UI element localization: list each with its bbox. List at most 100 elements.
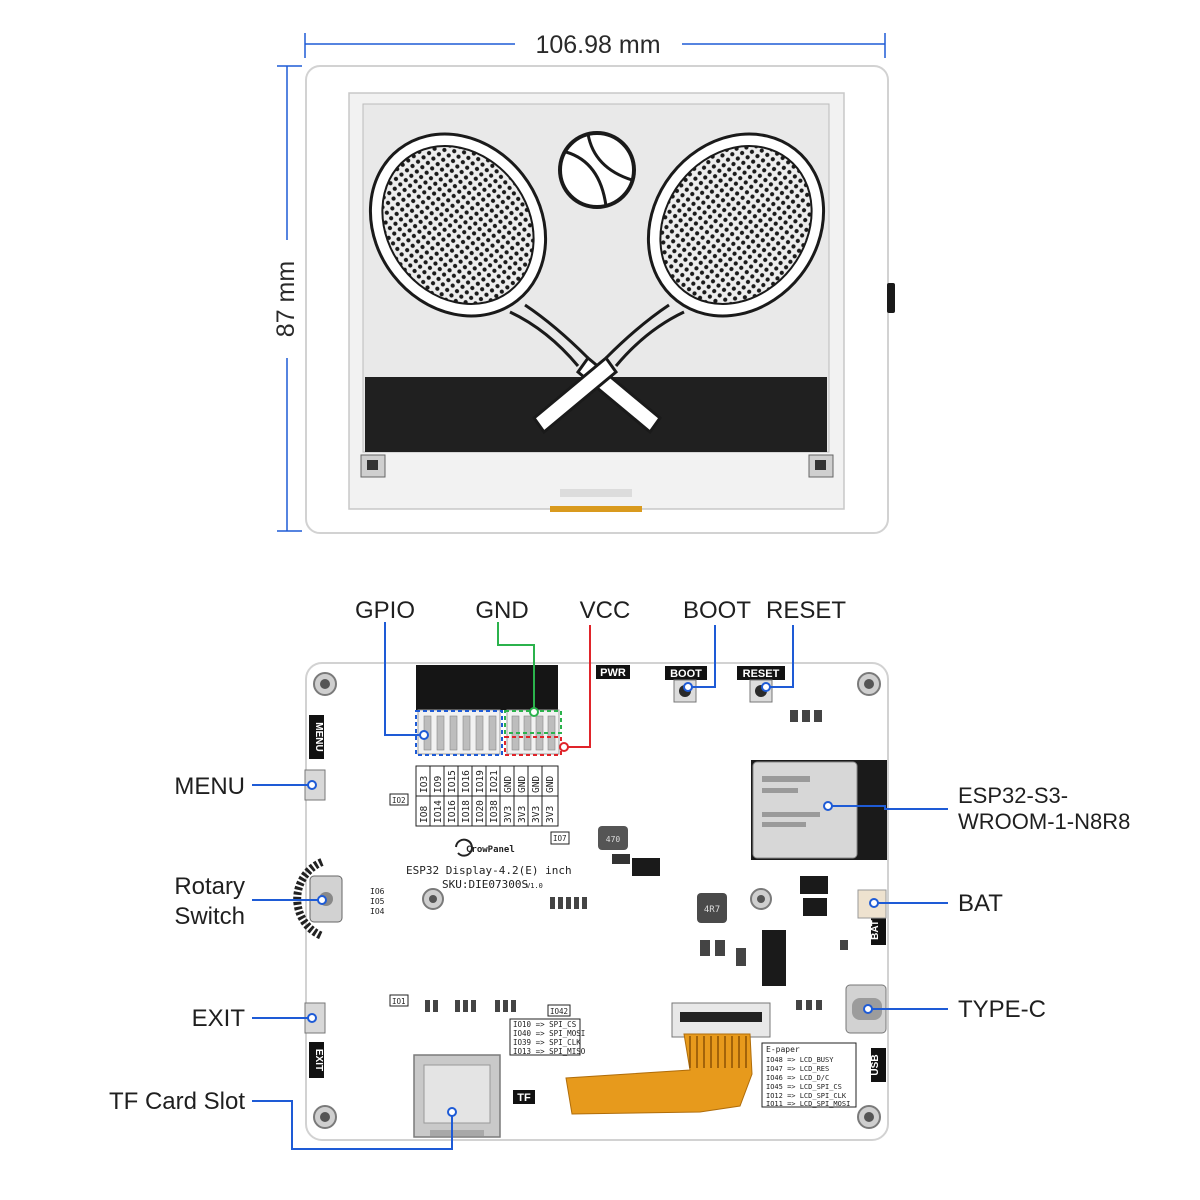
usb-chip bbox=[762, 930, 786, 986]
crowpanel-logo-icon bbox=[455, 838, 473, 857]
pin-top-2: IO15 bbox=[447, 770, 458, 793]
typec-callout-label: TYPE-C bbox=[958, 996, 1046, 1023]
reset-callout-label: RESET bbox=[766, 597, 846, 624]
gpio-callout-label: GPIO bbox=[355, 597, 415, 624]
pwr-tag bbox=[596, 665, 630, 679]
small-components: IO7 IO2 IO1 IO42 470 4R7 bbox=[389, 710, 848, 1017]
svg-text:470: 470 bbox=[606, 835, 621, 844]
boot-callout-label: BOOT bbox=[683, 597, 751, 624]
racket-right bbox=[531, 132, 826, 435]
pin-bot-9: 3V3 bbox=[545, 806, 556, 823]
epaper-row-0: IO48 => LCD_BUSY bbox=[766, 1056, 834, 1064]
tf-tag bbox=[513, 1090, 535, 1104]
pin-top-5: IO21 bbox=[489, 770, 500, 793]
width-label: 106.98 mm bbox=[535, 31, 660, 59]
rotary-pin-1: IO5 bbox=[370, 897, 385, 906]
sku: SKU:DIE07300S bbox=[442, 878, 528, 891]
version: V1.0 bbox=[526, 882, 543, 890]
svg-text:MENU: MENU bbox=[313, 722, 324, 751]
vcc-callout-label: VCC bbox=[580, 597, 631, 624]
pin-top-7: GND bbox=[517, 776, 528, 793]
callouts: GPIO GND VCC BOOT RESET MENU Rotary Swit… bbox=[109, 597, 1130, 1150]
exit-tag bbox=[309, 1042, 324, 1078]
pin-bot-5: IO38 bbox=[489, 800, 500, 823]
epaper-table: E-paper IO48 => LCD_BUSY IO47 => LCD_RES… bbox=[761, 1042, 857, 1108]
pin-bot-8: 3V3 bbox=[531, 806, 542, 823]
svg-text:IO2: IO2 bbox=[392, 796, 406, 805]
brand-name: CrowPanel bbox=[466, 845, 515, 855]
pin-bot-0: IO8 bbox=[419, 806, 430, 823]
pin-top-0: IO3 bbox=[419, 776, 430, 793]
fpc-slot bbox=[560, 489, 632, 497]
pin-top-9: GND bbox=[545, 776, 556, 793]
svg-text:PWR: PWR bbox=[600, 667, 626, 679]
rotary-callout-label-2: Switch bbox=[174, 903, 245, 930]
tennis-artwork bbox=[368, 131, 826, 435]
rotary-callout-label-1: Rotary bbox=[174, 873, 245, 900]
menu-callout-label: MENU bbox=[174, 773, 245, 800]
epaper-row-3: IO45 => LCD_SPI_CS bbox=[766, 1083, 842, 1091]
pin-bot-2: IO16 bbox=[447, 800, 458, 823]
gnd-callout-label: GND bbox=[475, 597, 528, 624]
svg-text:EXIT: EXIT bbox=[313, 1049, 324, 1071]
inductor-4r7 bbox=[697, 893, 727, 923]
fpc-connector bbox=[565, 1002, 771, 1115]
tf-card-slot[interactable] bbox=[413, 1054, 501, 1138]
pin-top-1: IO9 bbox=[433, 776, 444, 793]
pin-bot-1: IO14 bbox=[433, 800, 444, 823]
pin-top-4: IO19 bbox=[475, 770, 486, 793]
pin-bot-4: IO20 bbox=[475, 800, 486, 823]
epaper-row-2: IO46 => LCD_D/C bbox=[766, 1074, 829, 1082]
width-dimension: 106.98 mm bbox=[304, 31, 886, 59]
svg-text:USB: USB bbox=[870, 1054, 881, 1075]
height-label: 87 mm bbox=[272, 261, 300, 337]
esp32-module bbox=[751, 760, 887, 860]
height-dimension: 87 mm bbox=[272, 65, 302, 532]
racket-left bbox=[368, 132, 663, 435]
rotary-pin-2: IO4 bbox=[370, 907, 385, 916]
pinout-table: IO3 IO9 IO15 IO16 IO19 IO21 GND GND GND … bbox=[415, 765, 559, 827]
svg-text:IO1: IO1 bbox=[392, 997, 406, 1006]
menu-tag bbox=[309, 715, 324, 759]
tf-callout-label: TF Card Slot bbox=[109, 1088, 245, 1115]
reset-tag bbox=[737, 666, 785, 680]
spi-row-0: IO10 => SPI_CS bbox=[513, 1020, 577, 1029]
svg-text:RESET: RESET bbox=[743, 668, 780, 680]
bat-tag bbox=[871, 915, 886, 945]
silk-tags: PWR BOOT RESET MENU EXIT BAT USB TF bbox=[309, 665, 886, 1104]
mount-holes bbox=[313, 672, 881, 1129]
epaper-row-4: IO12 => LCD_SPI_CLK bbox=[766, 1092, 847, 1100]
spi-row-3: IO13 => SPI_MISO bbox=[513, 1047, 586, 1056]
svg-text:BOOT: BOOT bbox=[670, 668, 702, 680]
spi-table: IO10 => SPI_CS IO40 => SPI_MOSI IO39 => … bbox=[509, 1018, 586, 1056]
exit-callout-label: EXIT bbox=[192, 1005, 246, 1032]
board-branding: CrowPanel ESP32 Display-4.2(E) inch SKU:… bbox=[406, 838, 572, 891]
pin-bot-3: IO18 bbox=[461, 800, 472, 823]
epaper-table-title: E-paper bbox=[766, 1045, 800, 1054]
pin-top-3: IO16 bbox=[461, 770, 472, 793]
spi-row-2: IO39 => SPI_CLK bbox=[513, 1038, 581, 1047]
esp32-callout-label-1: ESP32-S3- bbox=[958, 783, 1068, 808]
product-name: ESP32 Display-4.2(E) inch bbox=[406, 864, 572, 877]
rotary-pin-0: IO6 bbox=[370, 887, 385, 896]
charger-chip bbox=[800, 876, 828, 894]
pin-bot-7: 3V3 bbox=[517, 806, 528, 823]
bat-callout-label: BAT bbox=[958, 890, 1003, 917]
esp32-callout-label-2: WROOM-1-N8R8 bbox=[958, 809, 1130, 834]
usb-tag bbox=[871, 1048, 886, 1082]
inductor-small bbox=[598, 826, 628, 850]
epaper-row-5: IO11 => LCD_SPI_MOSI bbox=[766, 1100, 850, 1108]
epaper-row-1: IO47 => LCD_RES bbox=[766, 1065, 829, 1073]
boot-tag bbox=[665, 666, 707, 680]
side-switch[interactable] bbox=[887, 283, 895, 313]
svg-text:IO42: IO42 bbox=[550, 1007, 568, 1016]
svg-text:TF: TF bbox=[517, 1092, 531, 1104]
gpio-highlight bbox=[415, 710, 503, 756]
spi-row-1: IO40 => SPI_MOSI bbox=[513, 1029, 585, 1038]
pin-bot-6: 3V3 bbox=[503, 806, 514, 823]
svg-text:4R7: 4R7 bbox=[704, 905, 720, 915]
pin-top-6: GND bbox=[503, 776, 514, 793]
back-view: IO3 IO9 IO15 IO16 IO19 IO21 GND GND GND … bbox=[293, 662, 889, 1141]
pin-header bbox=[415, 665, 562, 756]
